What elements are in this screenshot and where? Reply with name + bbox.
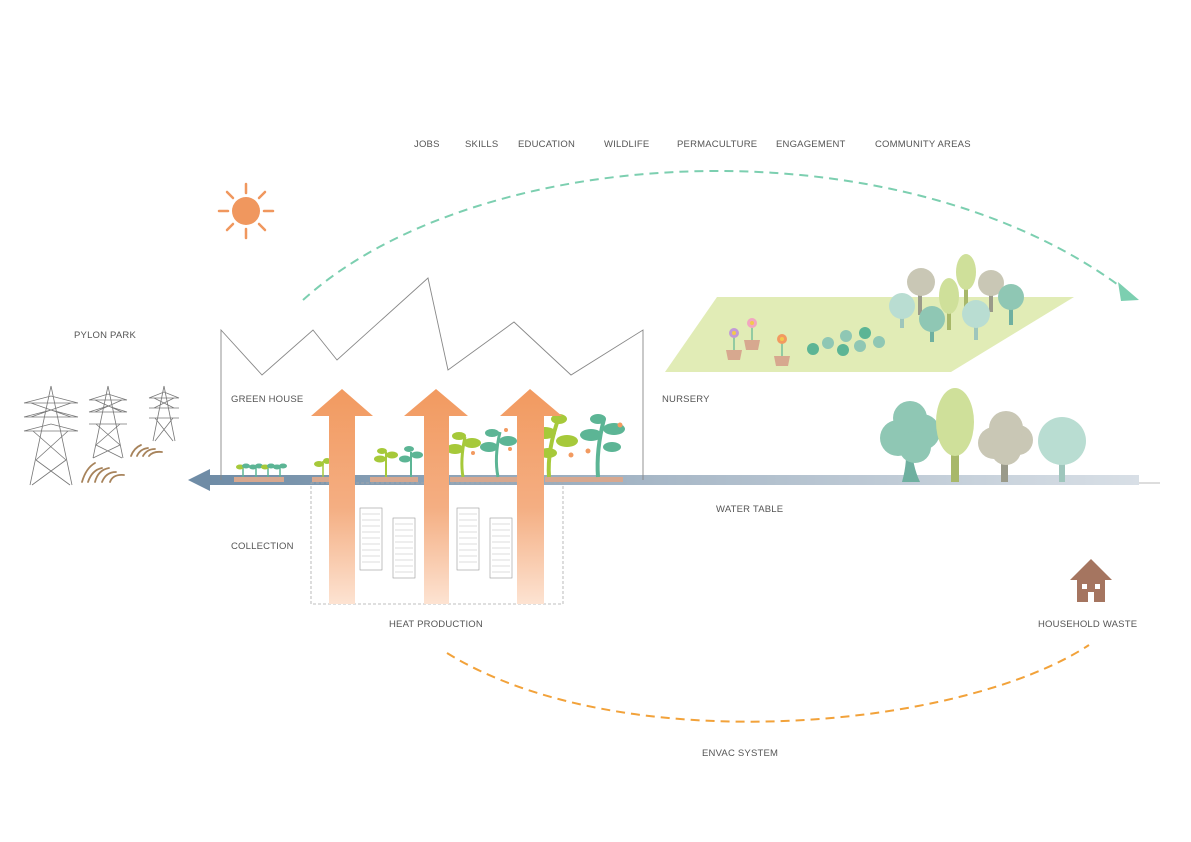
tree-icon	[880, 401, 940, 482]
bottom-cycle-arrow	[446, 644, 1090, 723]
cabbage-icon	[807, 343, 819, 355]
benefit-skills: SKILLS	[465, 139, 498, 150]
plant-icon	[580, 414, 625, 478]
heat-arrow-1	[311, 389, 373, 604]
tree-icon	[956, 254, 976, 310]
pylon-icon	[23, 385, 180, 486]
flower-pot-icon	[744, 318, 760, 350]
heat-arrows	[311, 389, 562, 604]
label-nursery: NURSERY	[662, 394, 710, 405]
top-cycle-arrow	[302, 170, 1139, 301]
seedling-icon	[236, 463, 250, 477]
cabbage-icon	[859, 327, 871, 339]
tree-icon	[939, 278, 959, 330]
seedling-icon	[314, 458, 331, 477]
seedling-icon	[261, 463, 275, 477]
seedling-icon	[249, 463, 263, 477]
label-pylon-park: PYLON PARK	[74, 330, 136, 341]
benefit-community-areas: COMMUNITY AREAS	[875, 139, 971, 150]
label-water-table: WATER TABLE	[716, 504, 783, 515]
benefit-permaculture: PERMACULTURE	[677, 139, 757, 150]
cabbage-icon	[837, 344, 849, 356]
benefit-engagement: ENGAGEMENT	[776, 139, 846, 150]
cabbage-icon	[840, 330, 852, 342]
heat-arrow-3	[500, 389, 562, 604]
large-trees	[880, 388, 1086, 482]
seedling-icon	[273, 463, 287, 477]
flower-pot-icon	[774, 334, 790, 366]
heat-arrow-2	[404, 389, 468, 604]
benefit-wildlife: WILDLIFE	[604, 139, 649, 150]
plant-icon	[480, 428, 517, 478]
benefits-row: JOBS SKILLS EDUCATION WILDLIFE PERMACULT…	[414, 139, 971, 150]
label-envac-system: ENVAC SYSTEM	[702, 748, 778, 759]
tree-icon	[889, 293, 915, 328]
tree-icon	[936, 388, 974, 482]
tree-icon	[962, 300, 990, 340]
grass-icon	[81, 444, 163, 483]
cabbage-icon	[873, 336, 885, 348]
sun-icon	[217, 182, 275, 240]
tree-icon	[998, 284, 1024, 325]
label-collection: COLLECTION	[231, 541, 294, 552]
plant-icon	[399, 446, 423, 477]
nursery-trees	[889, 254, 1024, 342]
plant-icon	[446, 432, 481, 478]
flower-pot-icon	[726, 328, 742, 360]
tree-icon	[978, 270, 1004, 312]
label-heat-production: HEAT PRODUCTION	[389, 619, 483, 630]
cabbage-icon	[854, 340, 866, 352]
label-household-waste: HOUSEHOLD WASTE	[1038, 619, 1137, 630]
water-table-line	[188, 469, 1160, 491]
plant-icon	[374, 448, 398, 477]
tree-icon	[978, 411, 1033, 482]
arrowhead-icon	[188, 469, 210, 491]
benefit-education: EDUCATION	[518, 139, 575, 150]
planter-beds	[234, 477, 623, 482]
label-green-house: GREEN HOUSE	[231, 394, 303, 405]
house-icon	[1070, 559, 1112, 602]
benefit-jobs: JOBS	[414, 139, 440, 150]
cabbages	[807, 327, 885, 356]
arrowhead-icon	[1118, 282, 1139, 301]
tree-icon	[919, 306, 945, 342]
container-slats	[362, 513, 510, 573]
tree-icon	[1038, 417, 1086, 482]
greenhouse-plants	[236, 414, 625, 478]
flower-pots	[726, 318, 790, 366]
tree-icon	[907, 268, 935, 315]
cabbage-icon	[822, 337, 834, 349]
greenhouse-outline	[220, 277, 644, 480]
